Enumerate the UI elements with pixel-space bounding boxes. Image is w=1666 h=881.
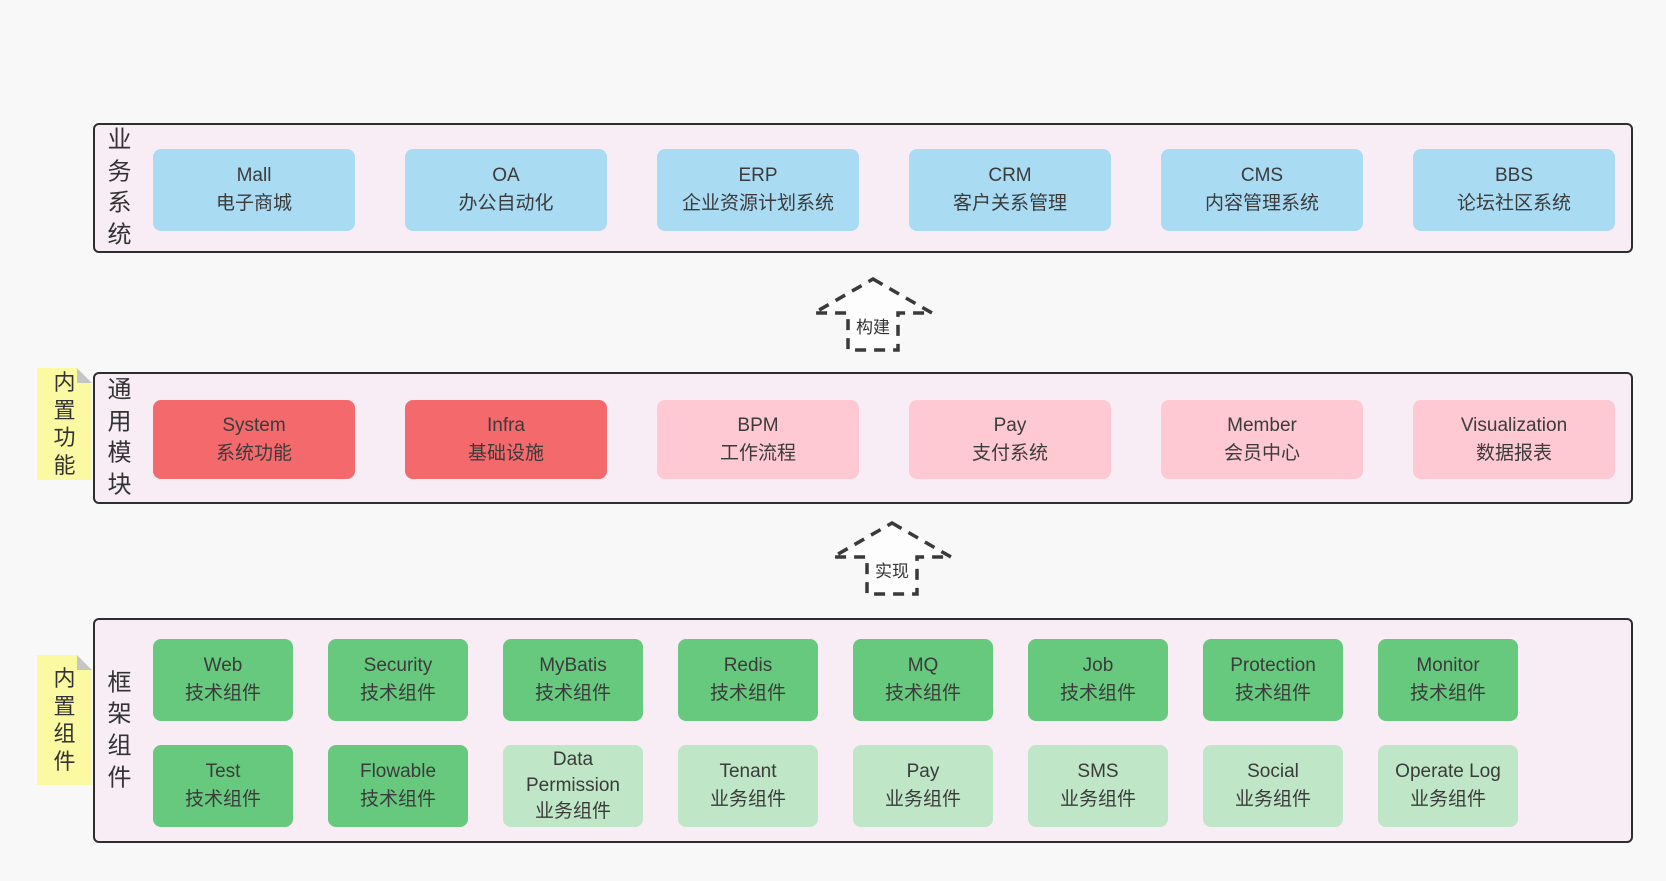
- layer-business-systems: 业务系统 Mall 电子商城 OA 办公自动化 ERP 企业资源计划系统 CRM…: [93, 123, 1633, 253]
- arrow-build: 构建: [812, 277, 934, 353]
- arrow-implement: 实现: [831, 521, 953, 597]
- node-security: Security 技术组件: [328, 639, 468, 721]
- node-pay-module: Pay 支付系统: [909, 400, 1111, 479]
- node-crm: CRM 客户关系管理: [909, 149, 1111, 231]
- node-pay-component: Pay 业务组件: [853, 745, 993, 827]
- node-cms: CMS 内容管理系统: [1161, 149, 1363, 231]
- node-bbs: BBS 论坛社区系统: [1413, 149, 1615, 231]
- node-test: Test 技术组件: [153, 745, 293, 827]
- node-mq: MQ 技术组件: [853, 639, 993, 721]
- node-mybatis: MyBatis 技术组件: [503, 639, 643, 721]
- node-visualization: Visualization 数据报表: [1413, 400, 1615, 479]
- node-mall: Mall 电子商城: [153, 149, 355, 231]
- layer-label-business: 业务系统: [107, 126, 132, 249]
- sticky-fold-icon: [77, 655, 92, 670]
- layer-common-modules: 通用模块 System 系统功能 Infra 基础设施 BPM 工作流程 Pay…: [93, 372, 1633, 504]
- sticky-built-in-functions-label: 内置功能: [53, 370, 76, 478]
- node-monitor: Monitor 技术组件: [1378, 639, 1518, 721]
- node-erp: ERP 企业资源计划系统: [657, 149, 859, 231]
- sticky-fold-icon: [77, 368, 92, 383]
- node-social: Social 业务组件: [1203, 745, 1343, 827]
- layer-label-framework: 框架组件: [107, 669, 132, 792]
- node-sms: SMS 业务组件: [1028, 745, 1168, 827]
- layer-label-modules: 通用模块: [107, 376, 132, 499]
- block-arrow-up-icon: [831, 521, 953, 596]
- node-data-permission: Data Permission 业务组件: [503, 745, 643, 827]
- node-bpm: BPM 工作流程: [657, 400, 859, 479]
- node-oa: OA 办公自动化: [405, 149, 607, 231]
- arrow-build-label: 构建: [856, 318, 890, 337]
- sticky-built-in-functions: 内置功能: [37, 368, 92, 480]
- node-member: Member 会员中心: [1161, 400, 1363, 479]
- node-web: Web 技术组件: [153, 639, 293, 721]
- block-arrow-up-icon: [812, 277, 934, 352]
- arrow-implement-label: 实现: [875, 562, 909, 581]
- sticky-built-in-components-label: 内置组件: [53, 666, 76, 774]
- node-job: Job 技术组件: [1028, 639, 1168, 721]
- node-tenant: Tenant 业务组件: [678, 745, 818, 827]
- layer-framework-components: 框架组件 Web 技术组件 Security 技术组件 MyBatis 技术组件…: [93, 618, 1633, 843]
- sticky-built-in-components: 内置组件: [37, 655, 92, 785]
- node-redis: Redis 技术组件: [678, 639, 818, 721]
- node-infra: Infra 基础设施: [405, 400, 607, 479]
- node-flowable: Flowable 技术组件: [328, 745, 468, 827]
- node-operate-log: Operate Log 业务组件: [1378, 745, 1518, 827]
- node-system: System 系统功能: [153, 400, 355, 479]
- node-protection: Protection 技术组件: [1203, 639, 1343, 721]
